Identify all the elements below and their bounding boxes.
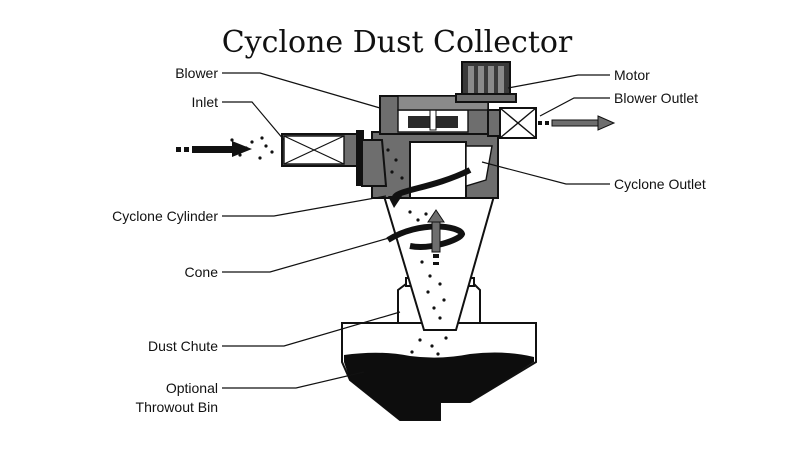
leader-cyclone-cylinder <box>222 195 387 217</box>
label-motor: Motor <box>614 67 650 83</box>
label-cyclone-cylinder: Cyclone Cylinder <box>112 208 218 224</box>
leader-lines <box>222 72 610 389</box>
leader-optional-bin <box>222 371 365 389</box>
inlet-duct <box>281 130 388 187</box>
leader-cyclone-outlet <box>481 161 610 185</box>
exhaust-arrow <box>538 115 616 131</box>
throwout-bin <box>341 322 537 421</box>
dust-pile <box>344 352 534 420</box>
dust-particles <box>230 136 448 356</box>
cyclone-cylinder <box>371 131 499 199</box>
motor <box>455 61 517 103</box>
label-cyclone-outlet: Cyclone Outlet <box>614 176 706 192</box>
label-inlet: Inlet <box>192 94 219 110</box>
diagram-title: Cyclone Dust Collector <box>222 25 573 60</box>
leader-cone <box>222 235 397 273</box>
leader-dust-chute <box>222 311 401 347</box>
airflow-arrows <box>386 167 472 265</box>
label-dust-chute: Dust Chute <box>148 338 218 354</box>
label-throwout-bin: Throwout Bin <box>136 399 218 415</box>
leader-motor <box>507 74 610 89</box>
label-optional: Optional <box>166 380 218 396</box>
label-blower-outlet: Blower Outlet <box>614 90 698 106</box>
inlet-arrow <box>176 141 252 157</box>
label-blower: Blower <box>175 65 218 81</box>
label-cone: Cone <box>185 264 219 280</box>
leader-inlet <box>222 101 285 141</box>
leader-blower <box>222 72 381 109</box>
blower-outlet-duct <box>487 107 537 139</box>
leader-blower-outlet <box>539 97 610 117</box>
